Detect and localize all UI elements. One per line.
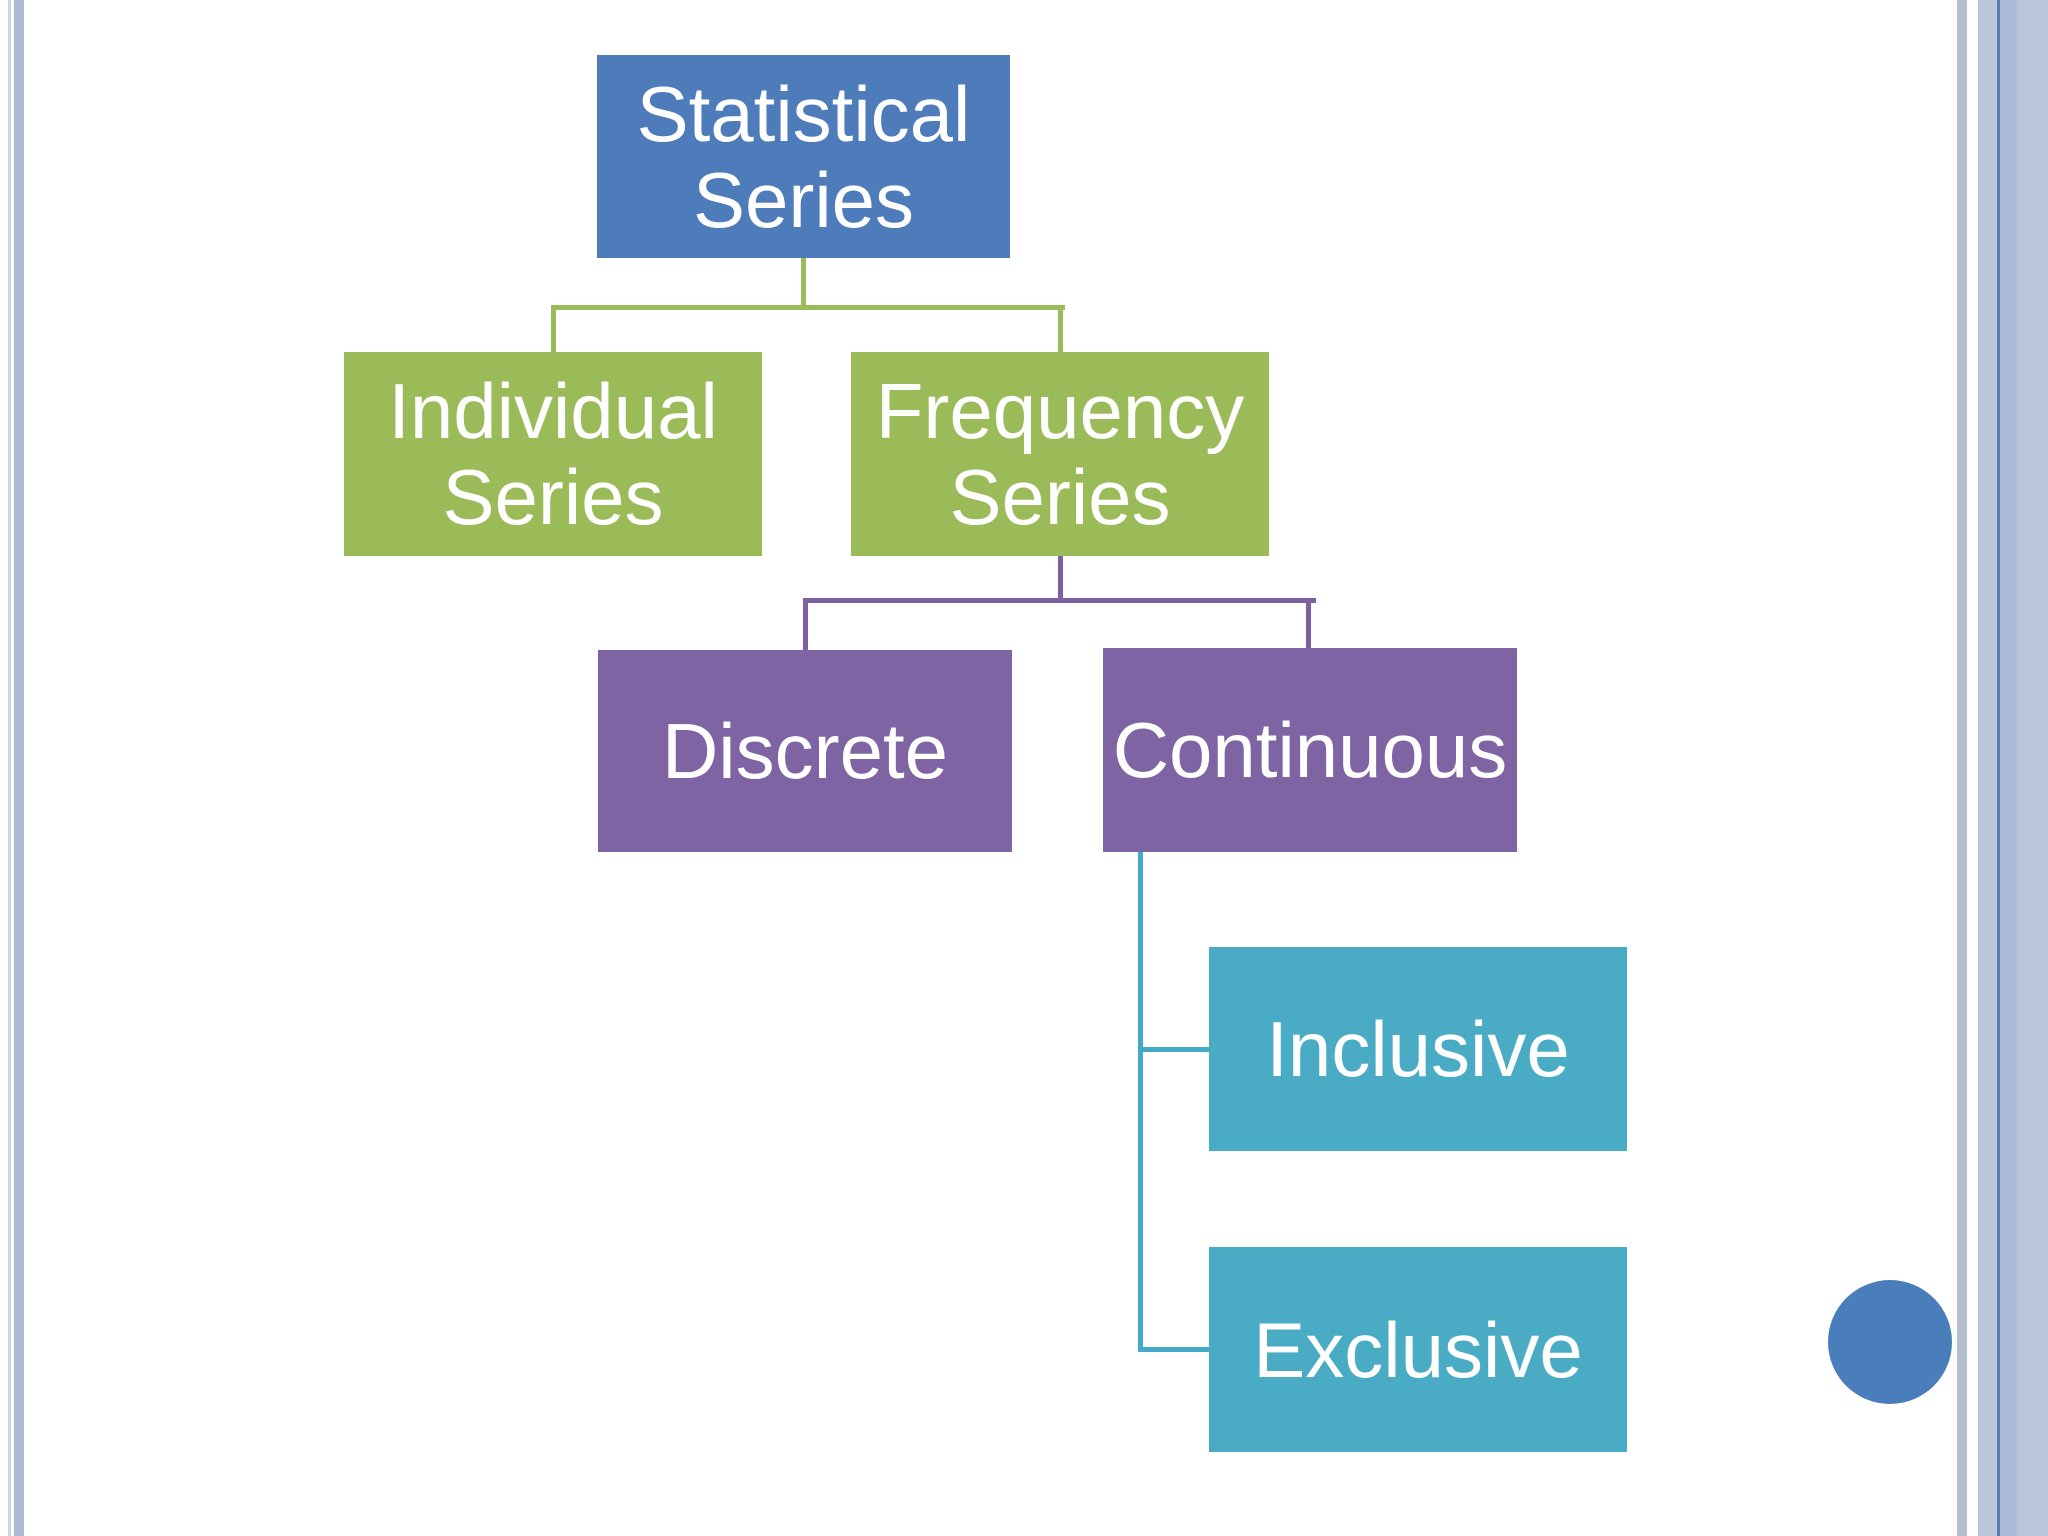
node-individual-series: Individual Series <box>344 352 762 556</box>
left-border-thin-line <box>8 0 11 1536</box>
node-individual-series-label: Individual Series <box>388 367 718 541</box>
node-discrete-label: Discrete <box>661 707 949 795</box>
right-border-band-3 <box>2017 0 2048 1536</box>
node-exclusive-label: Exclusive <box>1253 1305 1583 1394</box>
node-statistical-series-label: Statistical Series <box>636 69 971 244</box>
right-border-band-2 <box>2000 0 2017 1536</box>
node-frequency-series: Frequency Series <box>851 352 1269 556</box>
connector-continuous-stem <box>1138 852 1143 1352</box>
node-inclusive: Inclusive <box>1209 947 1627 1151</box>
connector-frequency-stem <box>1058 556 1063 600</box>
connector-drop-to-frequency <box>1058 305 1063 352</box>
node-statistical-series: Statistical Series <box>597 55 1010 258</box>
connector-drop-to-continuous <box>1306 598 1311 648</box>
node-continuous: Continuous <box>1103 648 1517 852</box>
node-discrete: Discrete <box>598 650 1012 852</box>
connector-statistical-stem <box>801 258 806 308</box>
node-inclusive-label: Inclusive <box>1266 1005 1570 1093</box>
connector-drop-to-discrete <box>803 598 808 650</box>
connector-drop-to-individual <box>551 305 556 352</box>
connector-statistical-crossbar <box>551 305 1065 310</box>
left-border-band <box>14 0 24 1536</box>
connector-stub-to-exclusive <box>1143 1347 1209 1352</box>
right-border-band-1 <box>1978 0 1997 1536</box>
right-border-dark-line <box>1997 0 2000 1536</box>
node-continuous-label: Continuous <box>1112 706 1508 794</box>
node-exclusive: Exclusive <box>1209 1247 1627 1452</box>
accent-circle <box>1828 1280 1952 1404</box>
connector-stub-to-inclusive <box>1143 1047 1209 1052</box>
right-border-inner-stripe <box>1957 0 1967 1536</box>
node-frequency-series-label: Frequency Series <box>875 367 1245 541</box>
connector-frequency-crossbar <box>803 598 1316 603</box>
